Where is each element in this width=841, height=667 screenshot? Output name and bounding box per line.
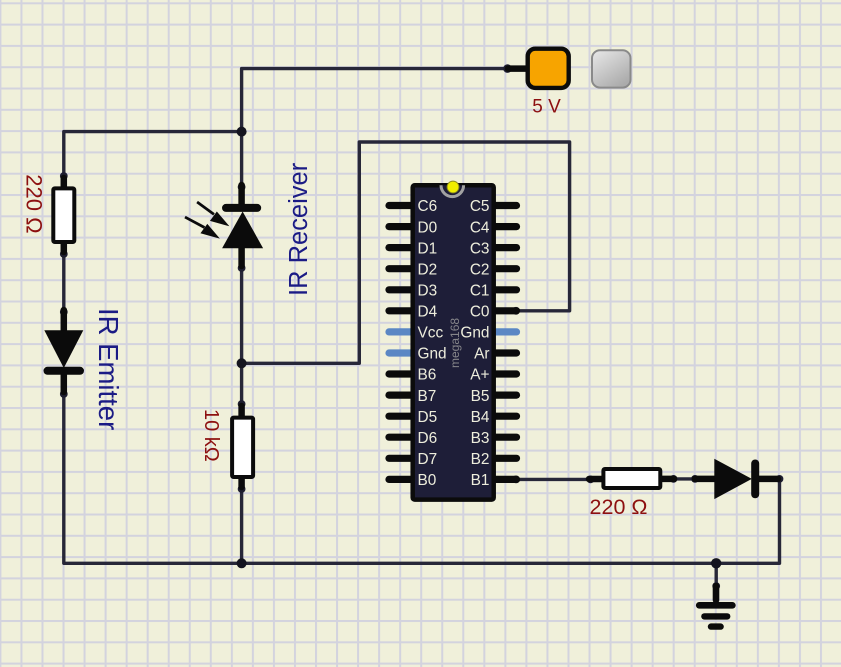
svg-text:IR Emitter: IR Emitter — [93, 308, 124, 430]
svg-text:D6: D6 — [418, 430, 438, 447]
svg-text:C4: C4 — [470, 219, 490, 236]
svg-text:B3: B3 — [471, 430, 490, 447]
svg-text:D3: D3 — [418, 283, 438, 300]
svg-text:C5: C5 — [470, 198, 490, 215]
svg-text:B5: B5 — [471, 388, 490, 405]
svg-text:D2: D2 — [418, 261, 438, 278]
svg-text:IR Receiver: IR Receiver — [285, 162, 313, 296]
svg-text:mega168: mega168 — [448, 318, 462, 368]
svg-text:220 Ω: 220 Ω — [590, 495, 648, 519]
svg-text:C2: C2 — [470, 261, 490, 278]
svg-text:C0: C0 — [470, 304, 490, 321]
svg-text:D5: D5 — [418, 409, 438, 426]
svg-text:220 Ω: 220 Ω — [21, 174, 46, 233]
svg-text:D0: D0 — [418, 219, 438, 236]
svg-text:Ar: Ar — [474, 346, 489, 363]
svg-text:C1: C1 — [470, 283, 490, 300]
svg-text:B6: B6 — [418, 367, 437, 384]
svg-text:B7: B7 — [418, 388, 437, 405]
svg-text:D1: D1 — [418, 240, 438, 257]
svg-text:B0: B0 — [418, 472, 437, 489]
svg-text:B2: B2 — [471, 451, 490, 468]
svg-text:D4: D4 — [418, 304, 438, 321]
svg-text:B4: B4 — [471, 409, 490, 426]
svg-text:C6: C6 — [418, 198, 438, 215]
svg-text:Gnd: Gnd — [418, 346, 447, 363]
svg-text:C3: C3 — [470, 240, 490, 257]
svg-text:Gnd: Gnd — [460, 325, 489, 342]
svg-text:10 kΩ: 10 kΩ — [200, 409, 222, 462]
svg-text:A+: A+ — [470, 367, 489, 384]
svg-text:B1: B1 — [471, 472, 490, 489]
svg-text:5 V: 5 V — [532, 97, 561, 118]
svg-text:D7: D7 — [418, 451, 438, 468]
svg-text:Vcc: Vcc — [418, 325, 444, 342]
